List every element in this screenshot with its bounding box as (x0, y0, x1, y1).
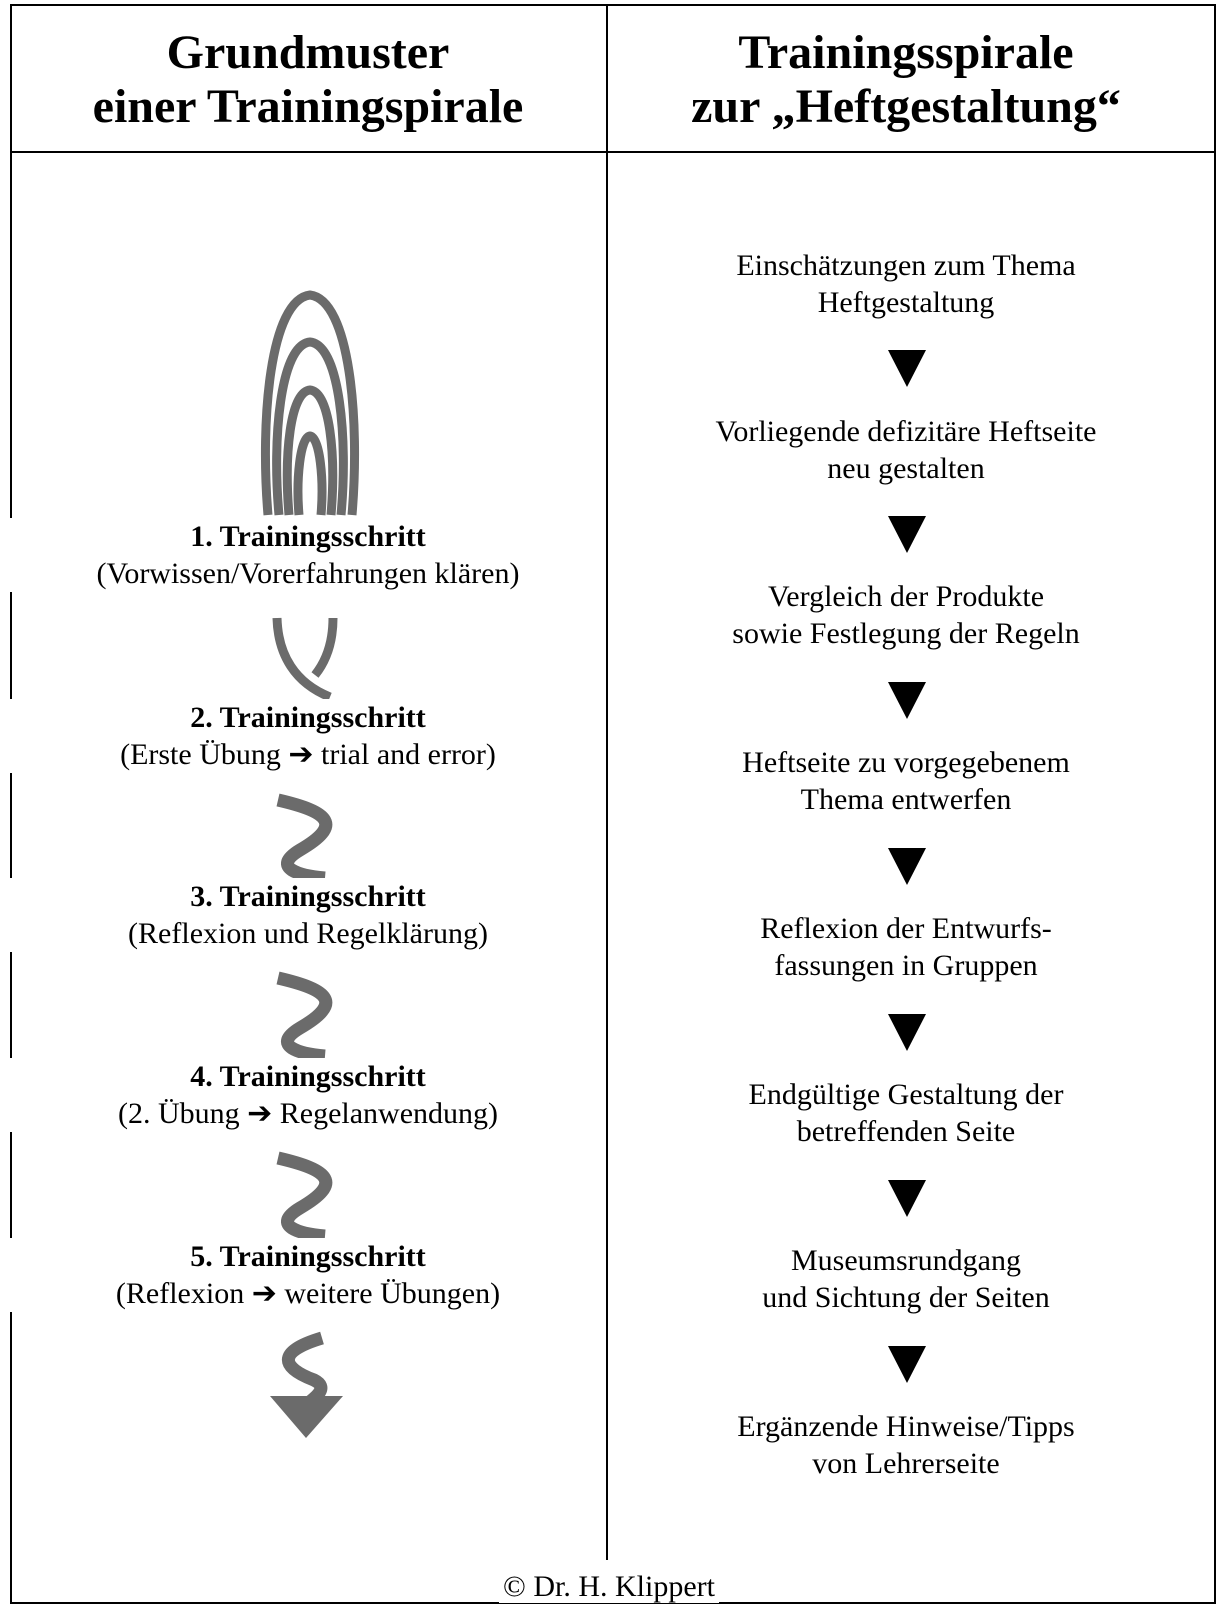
flow-line1: Museumsrundgang (791, 1244, 1021, 1277)
step-2: 2. Trainingsschritt (Erste Übung ➔ trial… (10, 699, 606, 773)
flow-line2: und Sichtung der Seiten (762, 1281, 1050, 1314)
down-arrow-icon (888, 350, 926, 387)
down-arrow-icon (888, 682, 926, 719)
column-divider (606, 4, 608, 1560)
down-arrow-icon (888, 1180, 926, 1217)
step-subtitle: (Reflexion ➔ weitere Übungen) (115, 1277, 501, 1310)
flow-line2: betreffenden Seite (796, 1115, 1016, 1148)
flow-line2: Thema entwerfen (800, 783, 1012, 816)
right-column-header: Trainingsspirale zur „Heftgestaltung“ (608, 26, 1204, 134)
right-header-line1: Trainingsspirale (738, 26, 1074, 79)
down-arrow-icon (888, 516, 926, 553)
right-header-line2: zur „Heftgestaltung“ (691, 80, 1121, 133)
step-subtitle: (Vorwissen/Vorerfahrungen klären) (96, 557, 520, 590)
flow-step-1: Einschätzungen zum Thema Heftgestaltung (608, 247, 1204, 321)
flow-step-5: Reflexion der Entwurfs- fassungen in Gru… (608, 910, 1204, 984)
step-title: 3. Trainingsschritt (190, 880, 426, 913)
flow-step-7: Museumsrundgang und Sichtung der Seiten (608, 1242, 1204, 1316)
down-arrow-icon (888, 1346, 926, 1383)
left-column-header: Grundmuster einer Trainingspirale (10, 26, 606, 134)
flow-line1: Einschätzungen zum Thema (736, 249, 1076, 282)
step-5: 5. Trainingsschritt (Reflexion ➔ weitere… (10, 1238, 606, 1312)
left-header-line1: Grundmuster (166, 26, 450, 79)
copyright-text: © Dr. H. Klippert (499, 1570, 719, 1603)
down-arrow-icon (888, 848, 926, 885)
step-subtitle: (Reflexion und Regelklärung) (128, 917, 488, 950)
flow-line1: Heftseite zu vorgegebenem (742, 746, 1070, 779)
flow-line1: Ergänzende Hinweise/Tipps (737, 1410, 1075, 1443)
step-title: 1. Trainingsschritt (190, 520, 426, 553)
copyright-notice: © Dr. H. Klippert (0, 1568, 1218, 1605)
flow-line2: fassungen in Gruppen (774, 949, 1038, 982)
step-subtitle: (2. Übung ➔ Regelanwendung) (117, 1097, 499, 1130)
step-1: 1. Trainingsschritt (Vorwissen/Vorerfahr… (10, 518, 606, 592)
flow-step-2: Vorliegende defizitäre Heftseite neu ges… (608, 413, 1204, 487)
flow-line2: neu gestalten (827, 452, 985, 485)
spiral-loops (260, 290, 360, 1414)
step-3: 3. Trainingsschritt (Reflexion und Regel… (10, 878, 606, 952)
step-4: 4. Trainingsschritt (2. Übung ➔ Regelanw… (10, 1058, 606, 1132)
header-divider (10, 151, 1216, 153)
step-title: 5. Trainingsschritt (190, 1240, 426, 1273)
left-header-line2: einer Trainingspirale (92, 80, 524, 133)
flow-line1: Vergleich der Produkte (767, 580, 1045, 613)
flow-line2: sowie Festlegung der Regeln (732, 617, 1080, 650)
step-title: 4. Trainingsschritt (190, 1060, 426, 1093)
flow-line2: Heftgestaltung (817, 286, 995, 319)
flow-step-4: Heftseite zu vorgegebenem Thema entwerfe… (608, 744, 1204, 818)
flow-line1: Reflexion der Entwurfs- (760, 912, 1052, 945)
flow-line2: von Lehrerseite (812, 1447, 1000, 1480)
flow-step-3: Vergleich der Produkte sowie Festlegung … (608, 578, 1204, 652)
down-arrow-icon (888, 1014, 926, 1051)
flow-step-8: Ergänzende Hinweise/Tipps von Lehrerseit… (608, 1408, 1204, 1482)
flow-step-6: Endgültige Gestaltung der betreffenden S… (608, 1076, 1204, 1150)
flow-line1: Endgültige Gestaltung der (748, 1078, 1064, 1111)
spiral-arrow-head (270, 1396, 343, 1438)
step-title: 2. Trainingsschritt (190, 701, 426, 734)
step-subtitle: (Erste Übung ➔ trial and error) (120, 738, 496, 771)
flow-line1: Vorliegende defizitäre Heftseite (715, 415, 1097, 448)
